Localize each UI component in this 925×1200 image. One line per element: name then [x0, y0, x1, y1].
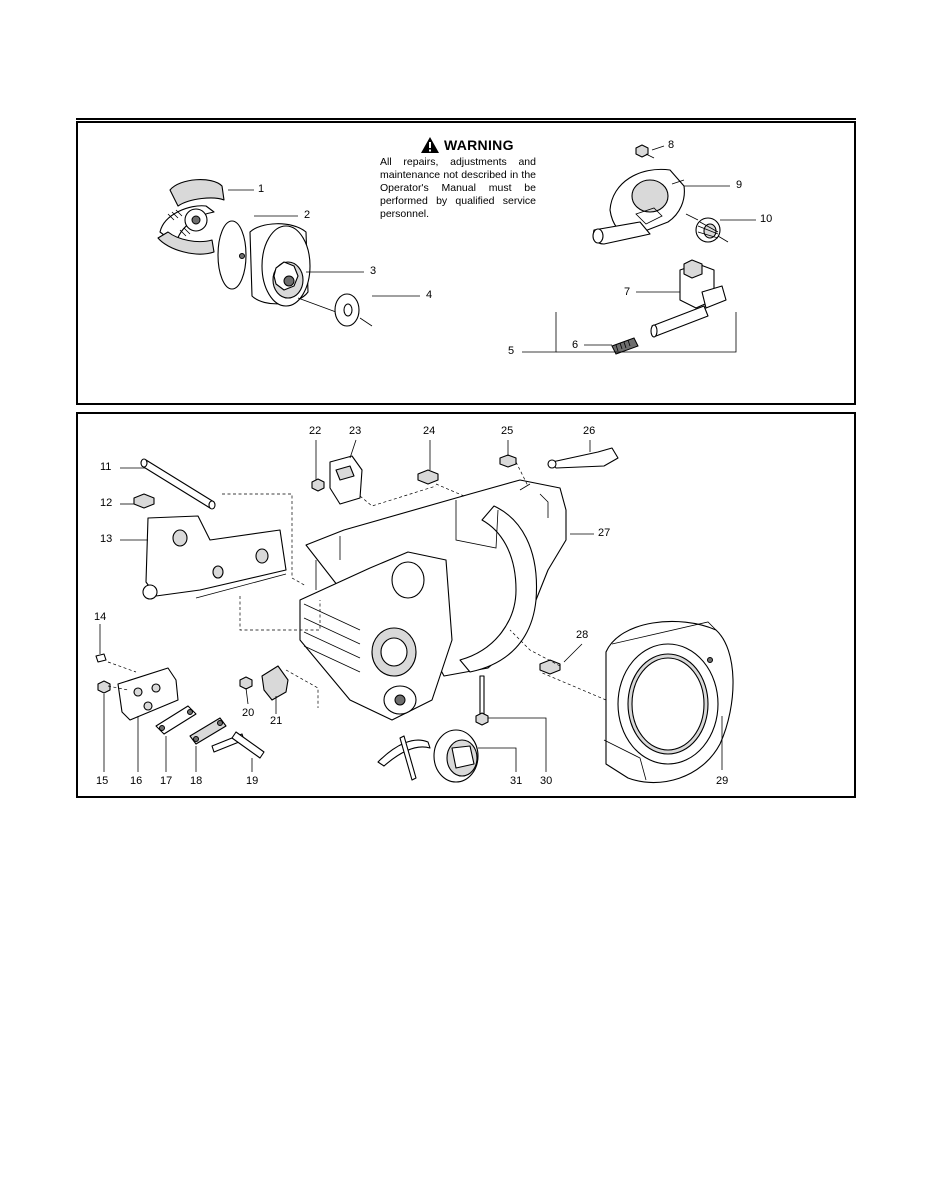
callout-26: 26: [583, 425, 596, 437]
callout-13: 13: [100, 533, 113, 545]
bracket-5: [556, 312, 737, 353]
washer-part: [334, 293, 373, 327]
clip-22-23-part: [311, 455, 363, 505]
bar-mounting-stud-part: [140, 458, 216, 510]
callout-14: 14: [94, 611, 107, 623]
callout-19: 19: [246, 775, 259, 787]
lever-26-part: [547, 447, 619, 469]
callout-20: 20: [242, 707, 255, 719]
leader-20: [245, 687, 249, 705]
leader-23: [349, 439, 357, 459]
callout-28: 28: [576, 629, 589, 641]
callout-29: 29: [716, 775, 729, 787]
callout-25: 25: [501, 425, 514, 437]
callout-16: 16: [130, 775, 143, 787]
callout-4: 4: [426, 289, 433, 301]
leader-5: [522, 312, 557, 353]
callout-30: 30: [540, 775, 553, 787]
assembly-line-29: [539, 671, 607, 701]
assembly-line-13: [239, 596, 321, 631]
leader-31: [478, 747, 517, 772]
crankcase-part: [299, 479, 567, 721]
callout-1: 1: [258, 183, 265, 195]
top-diagram-panel: [76, 121, 856, 405]
callout-6: 6: [572, 339, 579, 351]
leader-30: [488, 717, 547, 772]
callout-11: 11: [100, 461, 112, 473]
assembly-line-21: [285, 669, 319, 708]
rewind-spring-pulley-part: [377, 729, 479, 783]
callout-18: 18: [190, 775, 203, 787]
callout-31: 31: [510, 775, 523, 787]
warning-triangle-icon: [421, 137, 439, 153]
callout-24: 24: [423, 425, 436, 437]
callout-22: 22: [309, 425, 322, 437]
clutch-drum-sprocket-part: [249, 223, 337, 313]
nut-24-part: [417, 469, 439, 485]
header-rule: [76, 118, 856, 120]
nut-25-part: [499, 454, 517, 468]
assembly-line-14-15: [107, 661, 137, 691]
clutch-cover-plate-part: [217, 220, 247, 290]
callout-7: 7: [624, 286, 631, 298]
chain-link-part: [155, 676, 265, 759]
chain-tensioner-cover-part: [95, 653, 179, 721]
clutch-shoe-part: [157, 179, 225, 255]
assembly-line-25: [515, 461, 529, 487]
warning-heading: WARNING: [420, 136, 536, 154]
oil-pump-pickup-part: [650, 259, 727, 338]
callout-27: 27: [598, 527, 611, 539]
assembly-line-11: [222, 493, 307, 587]
callout-9: 9: [736, 179, 743, 191]
nut-12-part: [133, 493, 155, 509]
assembly-line-24: [435, 483, 465, 497]
callout-3: 3: [370, 265, 377, 277]
fan-housing-part: [603, 620, 734, 784]
callout-23: 23: [349, 425, 362, 437]
worm-gear-part: [685, 213, 729, 243]
leader-28: [563, 643, 583, 663]
callout-15: 15: [96, 775, 109, 787]
assembly-line-23: [359, 485, 437, 507]
oil-pump-housing-part: [592, 168, 685, 245]
assembly-line-28: [509, 629, 561, 667]
oil-filter-part: [611, 337, 639, 355]
warning-title: WARNING: [444, 136, 514, 153]
screw-30-part: [475, 675, 489, 726]
callout-12: 12: [100, 497, 113, 509]
bracket-21-part: [261, 665, 289, 701]
nut-28-part: [539, 659, 561, 675]
callout-8: 8: [668, 139, 675, 151]
callout-17: 17: [160, 775, 173, 787]
callout-21: 21: [270, 715, 283, 727]
leader-8: [651, 145, 665, 151]
warning-body-text: All repairs, adjustments and maintenance…: [380, 156, 536, 220]
chain-guide-plate-part: [142, 515, 287, 600]
callout-5: 5: [508, 345, 515, 357]
screw-8-part: [635, 144, 655, 159]
warning-notice: WARNING All repairs, adjustments and mai…: [380, 136, 536, 221]
callout-10: 10: [760, 213, 773, 225]
callout-2: 2: [304, 209, 311, 221]
